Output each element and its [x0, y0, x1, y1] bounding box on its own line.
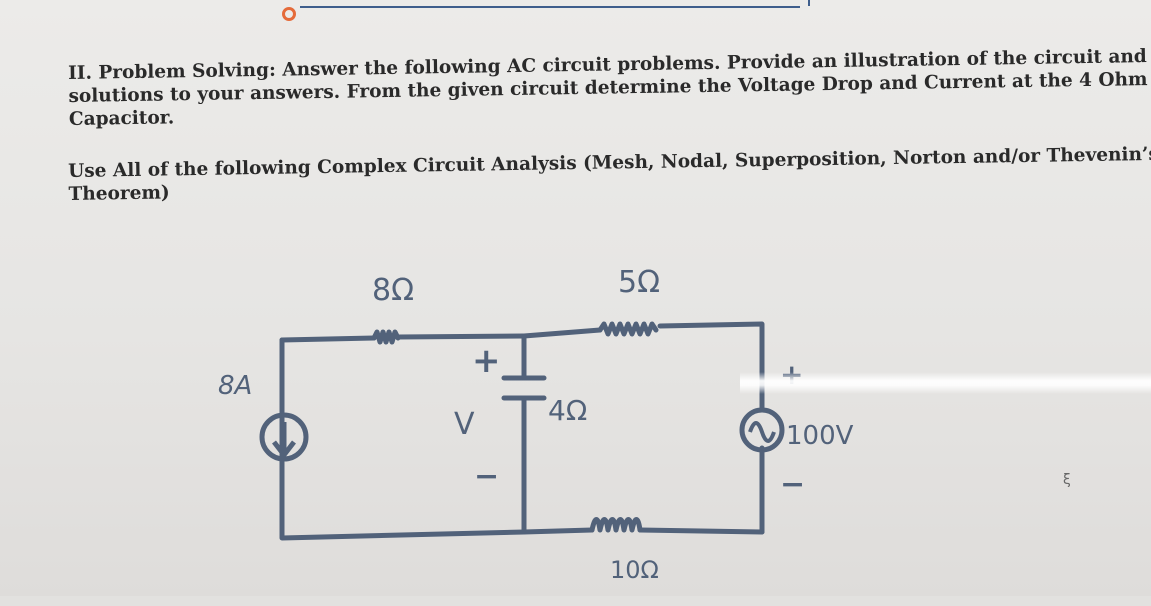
- top-rule: [300, 0, 810, 8]
- light-glare: [740, 372, 1151, 394]
- capacitor-minus-sign: −: [474, 459, 499, 494]
- resistor-8-label: 8Ω: [372, 273, 414, 308]
- resistor-8-ohm: [371, 329, 401, 345]
- wire-left: [279, 337, 527, 541]
- resistor-5-ohm: [597, 321, 659, 337]
- capacitor-voltage-symbol: V: [454, 407, 475, 442]
- source-minus-sign: −: [780, 467, 805, 502]
- wire-top-left: [279, 335, 377, 343]
- current-source-label: 8A: [218, 371, 252, 401]
- resistor-10-ohm: [589, 517, 643, 533]
- current-source: [259, 412, 309, 462]
- wire-bottom-right: [637, 527, 765, 535]
- radio-circle-icon: [282, 7, 296, 21]
- wire-top-right-a: [521, 327, 603, 339]
- bottom-strip: [0, 596, 1151, 606]
- voltage-source-label: 100V: [786, 421, 854, 451]
- ac-voltage-source: [739, 407, 785, 453]
- resistor-10-label: 10Ω: [610, 556, 659, 584]
- capacitor-label: 4Ω: [548, 394, 587, 427]
- capacitor-plus-sign: +: [472, 341, 501, 381]
- wire-top-right-b: [657, 321, 765, 413]
- top-rule-tick: [808, 0, 810, 6]
- wire-bottom-mid: [521, 527, 595, 535]
- scribble-mark: ξ: [1063, 472, 1071, 488]
- wire-top-mid: [395, 333, 527, 340]
- resistor-5-label: 5Ω: [618, 265, 660, 300]
